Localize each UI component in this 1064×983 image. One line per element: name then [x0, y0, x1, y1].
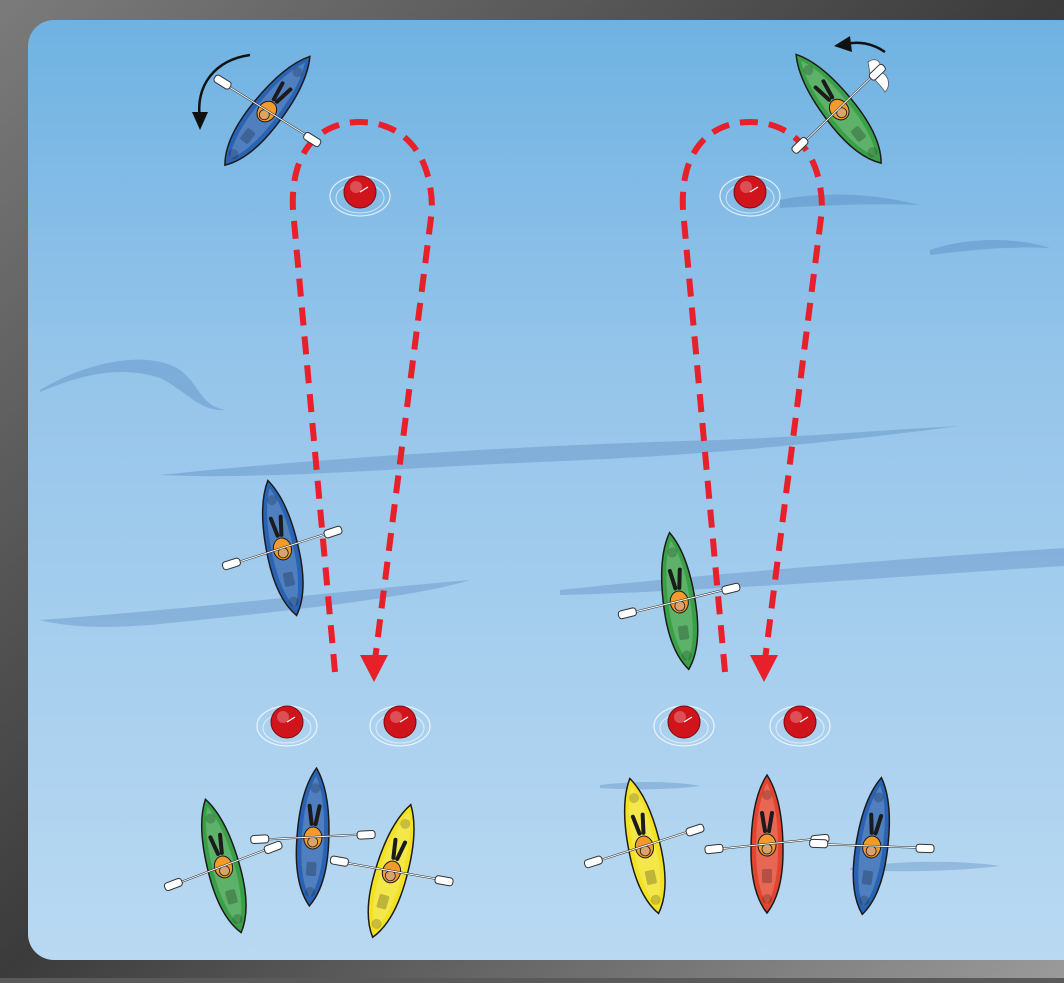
water-surface: [28, 20, 1064, 960]
